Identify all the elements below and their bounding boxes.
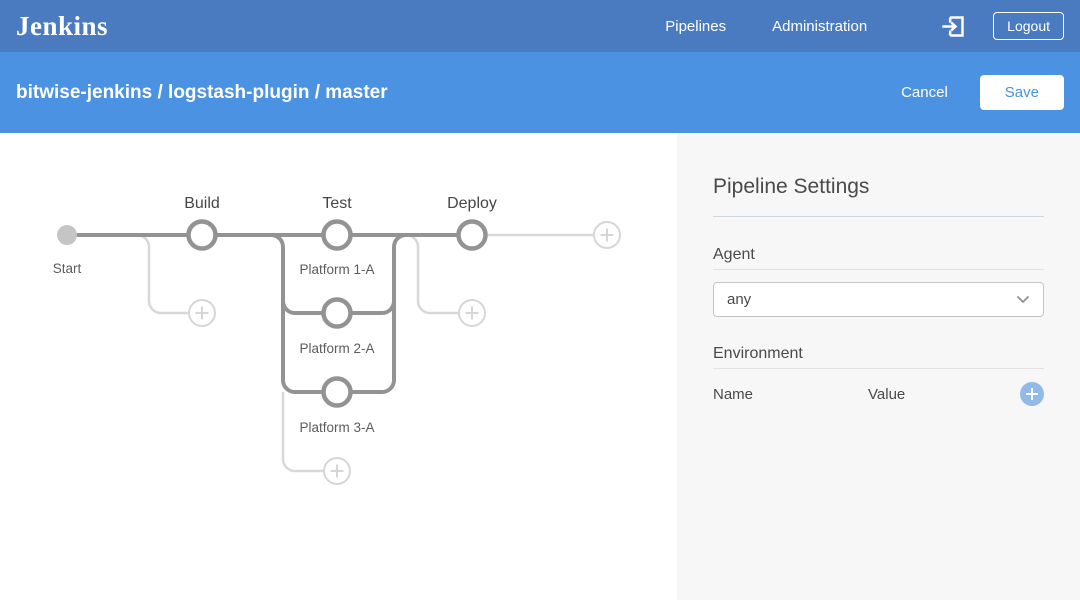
cancel-button[interactable]: Cancel	[887, 76, 962, 109]
plus-icon-add-stage-2[interactable]	[458, 299, 486, 327]
stage-label-test: Test	[322, 195, 352, 212]
pipeline-subheader: bitwise-jenkins / logstash-plugin / mast…	[0, 52, 1080, 133]
plus-icon-add-stage-1[interactable]	[188, 299, 216, 327]
save-button[interactable]: Save	[979, 75, 1064, 110]
pipeline-editor-canvas: Build Test Deploy Start Platform 1-A Pla…	[0, 133, 677, 600]
connector-branch-right-mid	[350, 300, 396, 315]
connector-add-after-deploy	[405, 233, 459, 315]
env-value-header: Value	[868, 385, 906, 403]
start-label: Start	[53, 261, 82, 276]
env-name-header: Name	[713, 385, 754, 403]
start-node	[57, 225, 77, 245]
nav-item-pipelines[interactable]: Pipelines	[665, 17, 727, 35]
plus-icon	[1026, 388, 1038, 400]
agent-section: Agent any	[713, 246, 1044, 317]
breadcrumb: bitwise-jenkins / logstash-plugin / mast…	[16, 81, 388, 103]
connector-branch-left	[270, 233, 324, 394]
environment-label: Environment	[713, 345, 1044, 369]
branch-label-platform-1: Platform 1-A	[299, 262, 374, 277]
pipeline-settings-panel: Pipeline Settings Agent any Environment …	[677, 133, 1080, 600]
agent-dropdown[interactable]: any	[713, 282, 1044, 317]
main-area: Build Test Deploy Start Platform 1-A Pla…	[0, 133, 1080, 600]
node-test-platform-2[interactable]	[321, 297, 353, 329]
exit-icon[interactable]	[940, 13, 967, 40]
add-environment-button[interactable]	[1020, 382, 1044, 406]
pipeline-graph: Build Test Deploy Start Platform 1-A Pla…	[53, 195, 621, 485]
stage-label-build: Build	[184, 195, 220, 212]
node-test-platform-3[interactable]	[321, 376, 353, 408]
logout-button[interactable]: Logout	[993, 12, 1064, 40]
node-test-platform-1[interactable]	[321, 219, 353, 251]
jenkins-logo[interactable]: Jenkins	[16, 10, 109, 41]
nav-item-administration[interactable]: Administration	[772, 17, 868, 35]
agent-label: Agent	[713, 246, 1044, 270]
environment-header-row: Name Value	[713, 382, 1044, 406]
subheader-actions: Cancel Save	[887, 75, 1080, 110]
node-deploy[interactable]	[456, 219, 488, 251]
chevron-down-icon	[1016, 295, 1030, 304]
plus-icon-add-stage-end[interactable]	[593, 221, 621, 249]
stage-label-deploy: Deploy	[447, 195, 497, 212]
connector-add-parallel	[281, 392, 324, 473]
nav-links: Pipelines Administration Logout	[642, 12, 1080, 40]
node-build[interactable]	[186, 219, 218, 251]
environment-section: Environment Name Value	[713, 345, 1044, 406]
plus-icon-add-parallel[interactable]	[323, 457, 351, 485]
connector-add-after-build	[136, 233, 189, 315]
branch-label-platform-3: Platform 3-A	[299, 420, 374, 435]
branch-label-platform-2: Platform 2-A	[299, 341, 374, 356]
agent-dropdown-value: any	[727, 291, 752, 308]
connector-branch-left-mid	[281, 300, 324, 315]
connector-branch-right	[350, 233, 472, 394]
top-navbar: Jenkins Pipelines Administration Logout	[0, 0, 1080, 52]
panel-title: Pipeline Settings	[713, 175, 1044, 217]
